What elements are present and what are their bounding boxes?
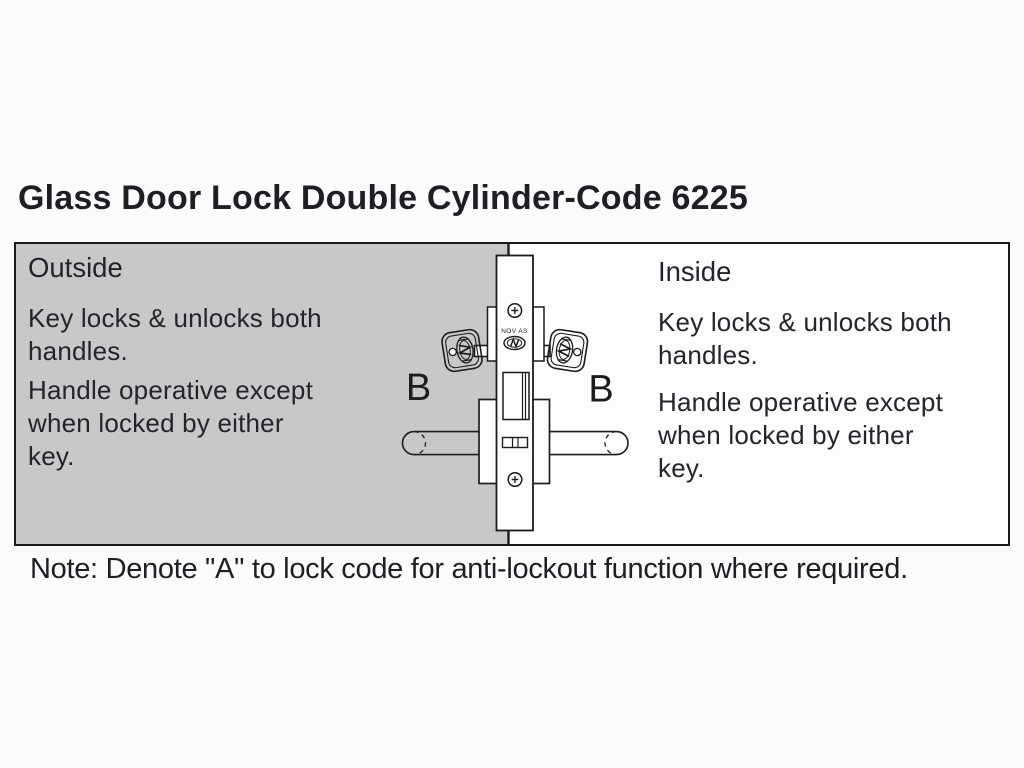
inside-text-block: Inside Key locks & unlocks both handles.… [658, 254, 1018, 499]
handle-left [401, 430, 480, 456]
page-title: Glass Door Lock Double Cylinder-Code 622… [18, 179, 748, 217]
footnote: Note: Denote "A" to lock code for anti-l… [30, 553, 908, 585]
brand-logo-icon [503, 335, 526, 351]
brand-text: NOV AS [501, 328, 528, 335]
label-b-right: B [588, 369, 613, 411]
screw-top-icon [507, 302, 523, 319]
cylinder-tab-right [532, 306, 545, 362]
outside-paragraph-1: Key locks & unlocks both handles. [28, 303, 322, 366]
outside-text-block: Outside Key locks & unlocks both handles… [28, 250, 448, 479]
outside-heading: Outside [28, 252, 123, 283]
inside-paragraph-2: Handle operative except when locked by e… [658, 387, 944, 483]
lock-drawing: NOV AS B B [401, 244, 629, 544]
inside-paragraph-1: Key locks & unlocks both handles. [658, 307, 952, 370]
label-b-left: B [406, 367, 431, 409]
inside-heading: Inside [658, 256, 732, 287]
key-left-icon [441, 328, 483, 373]
outside-panel-bg [16, 244, 508, 544]
spindle-detail [501, 436, 529, 449]
cylinder-tab-left [486, 306, 498, 362]
outside-paragraph-2: Handle operative except when locked by e… [28, 375, 314, 471]
diagram-panel: Outside Key locks & unlocks both handles… [14, 242, 1010, 546]
screw-bottom-icon [507, 471, 523, 488]
latch-bolt [502, 371, 530, 421]
key-right-icon [546, 328, 589, 373]
handle-right [549, 430, 629, 456]
